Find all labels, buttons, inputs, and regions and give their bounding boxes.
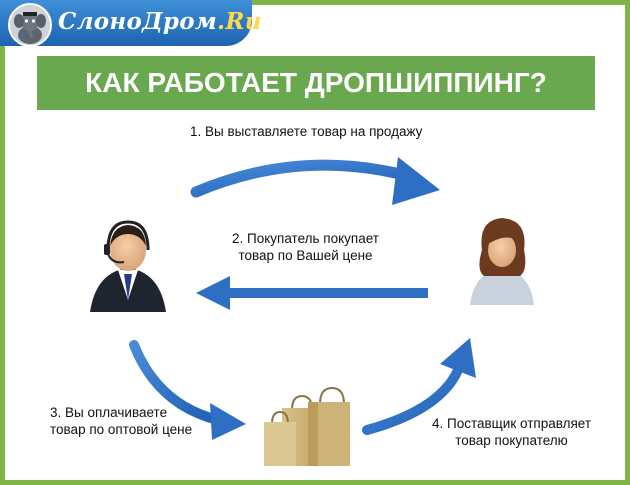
step-3-label: 3. Вы оплачиваете товар по оптовой цене [50, 404, 192, 438]
shopping-bags-icon [264, 386, 350, 466]
step-4-label: 4. Поставщик отправляет товар покупателю [432, 415, 591, 449]
arrow-step-2 [196, 276, 428, 310]
buyer-woman-icon [470, 218, 534, 305]
page-title: КАК РАБОТАЕТ ДРОПШИППИНГ? [85, 67, 547, 98]
site-logo-text: СлоноДром.Ru [58, 8, 262, 35]
arrow-step-4 [362, 338, 476, 435]
step-3-line-2: товар по оптовой цене [50, 422, 193, 437]
step-4-line-1: 4. Поставщик отправляет [432, 416, 592, 431]
site-logo-bar[interactable]: СлоноДром.Ru [0, 0, 261, 47]
step-4-line-2: товар покупателю [455, 433, 568, 448]
step-2-line-2: товар по Вашей цене [238, 248, 373, 263]
step-2-label: 2. Покупатель покупает товар по Вашей це… [232, 230, 379, 264]
step-2-line-1: 2. Покупатель покупает [232, 231, 379, 246]
logo-suffix: .Ru [217, 8, 262, 35]
arrow-step-1 [190, 157, 440, 205]
title-banner: КАК РАБОТАЕТ ДРОПШИППИНГ? [37, 56, 595, 110]
step-3-line-1: 3. Вы оплачиваете [50, 405, 168, 420]
arrow-step-3 [129, 340, 246, 440]
seller-headset-icon [90, 220, 166, 312]
logo-brand: СлоноДром [58, 8, 218, 35]
elephant-mascot-icon [8, 3, 52, 47]
step-1-label: 1. Вы выставляете товар на продажу [190, 124, 423, 139]
